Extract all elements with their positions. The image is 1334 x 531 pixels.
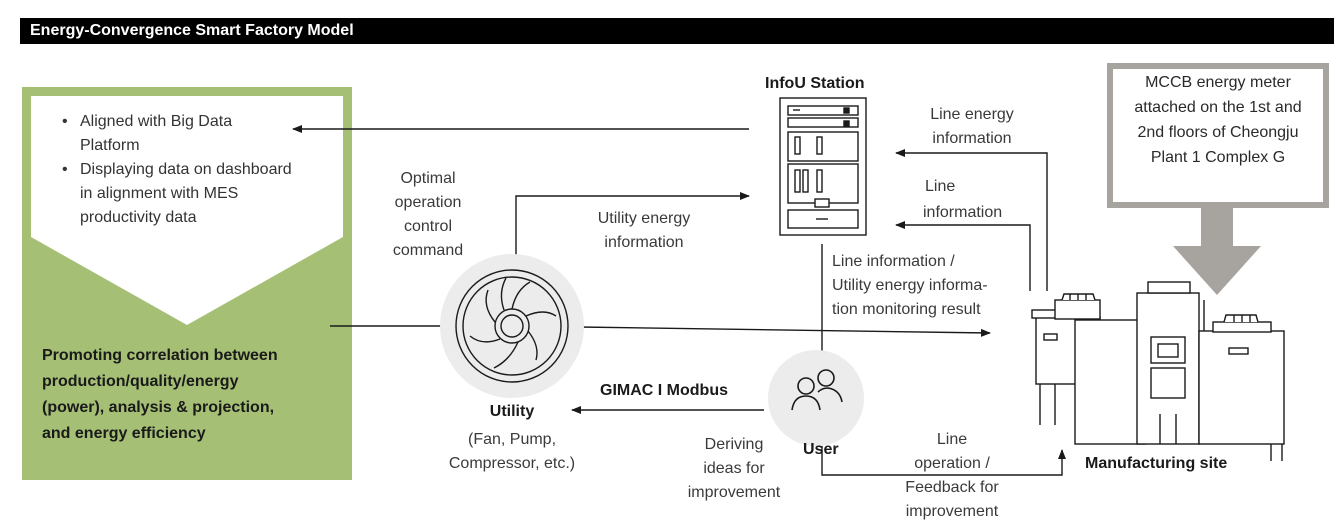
bullet-item: Aligned with Big Data [60, 110, 292, 134]
arrow-utility-to-station [515, 192, 750, 255]
meter-box-inner [1113, 69, 1323, 202]
server-icon [779, 97, 867, 236]
infou-station-label: InfoU Station [765, 75, 865, 92]
line-info-label-2: information [923, 204, 1003, 221]
page-title: Energy-Convergence Smart Factory Model [30, 22, 354, 39]
promo-line: (power), analysis & projection, [42, 399, 275, 416]
utility-title: Utility [489, 403, 535, 420]
promo-line: production/quality/energy [42, 373, 239, 390]
promo-line: and energy efficiency [42, 425, 206, 442]
left-panel [22, 87, 352, 480]
factory-icon [1031, 281, 1285, 461]
line-operation-label: Line operation / Feedback for improvemen… [905, 431, 999, 520]
manufacturing-site-label: Manufacturing site [1085, 455, 1228, 472]
bullet-continuation: Platform [60, 134, 292, 158]
left-panel-chevron [31, 96, 343, 325]
bullet-continuation: productivity data [80, 209, 197, 226]
user-label: User [803, 441, 839, 458]
monitoring-label: Line information / Utility energy inform… [832, 253, 988, 318]
utility-energy-label: Utility energy information [597, 210, 691, 251]
bullet-text: Aligned with Big Data [80, 113, 233, 130]
utility-subtitle: (Fan, Pump, Compressor, etc.) [448, 431, 576, 472]
protocol-label: GIMAC I Modbus [600, 382, 728, 399]
meter-text: MCCB energy meter attached on the 1st an… [1134, 74, 1302, 166]
left-panel-bullets: Aligned with Big Data Platform Displayin… [60, 110, 292, 182]
arrow-user-to-site [821, 446, 1066, 476]
deriving-label: Deriving ideas for improvement [687, 436, 781, 501]
bullet-continuation: in alignment with MES [80, 185, 239, 202]
down-arrow-icon [1173, 208, 1261, 295]
optimal-control-label: Optimal operation control command [392, 170, 464, 259]
bullet-text: Displaying data on dashboard [80, 161, 292, 178]
arrow-site-line-energy [895, 149, 1048, 291]
title-bar: Energy-Convergence Smart Factory Model [20, 18, 1334, 44]
user-group-icon [768, 350, 864, 446]
arrow-utility-to-site [578, 326, 991, 337]
fan-icon [440, 254, 584, 398]
promo-text: Promoting correlation between production… [42, 343, 278, 447]
bullet-text: Platform [80, 137, 140, 154]
line-info-label-1: Line [925, 178, 956, 195]
line-energy-label: Line energy information [930, 106, 1014, 147]
meter-box [1107, 63, 1329, 208]
arrow-site-line-info [895, 221, 1031, 291]
promo-line: Promoting correlation between [42, 347, 278, 364]
bullet-item: Displaying data on dashboard [60, 158, 292, 182]
